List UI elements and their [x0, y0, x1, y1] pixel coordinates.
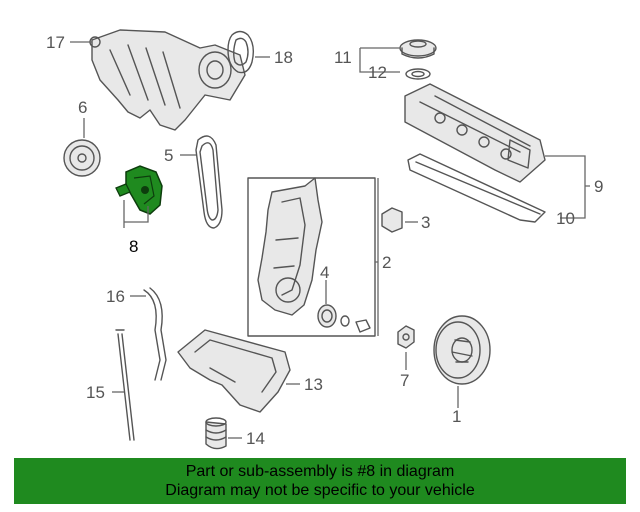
- callout-18: 18: [274, 48, 293, 67]
- plug-part-3[interactable]: [381, 207, 403, 233]
- callout-1: 1: [452, 407, 461, 426]
- callout-15: 15: [86, 383, 105, 402]
- throttle-gasket[interactable]: [227, 30, 255, 74]
- callout-9: 9: [594, 177, 603, 196]
- banner-line-1: Part or sub-assembly is #8 in diagram: [185, 463, 455, 480]
- callout-14: 14: [246, 429, 265, 448]
- callout-10: 10: [556, 209, 575, 228]
- callout-8: 8: [129, 237, 138, 256]
- nut-part-7[interactable]: [397, 325, 415, 349]
- banner-line-2: Diagram may not be specific to your vehi…: [165, 482, 475, 499]
- part-8-bracket-highlighted[interactable]: [115, 165, 163, 215]
- callout-5: 5: [164, 146, 173, 165]
- timing-chain-cover[interactable]: [257, 177, 323, 316]
- oil-pan[interactable]: [177, 329, 291, 413]
- valve-cover-gasket[interactable]: [407, 153, 546, 223]
- callout-11: 11: [334, 48, 352, 67]
- callout-4: 4: [320, 263, 329, 282]
- oil-filter[interactable]: [205, 417, 227, 450]
- callout-13: 13: [304, 375, 323, 394]
- intake-manifold[interactable]: [89, 29, 246, 131]
- callout-6: 6: [78, 98, 87, 117]
- crank-pulley-small[interactable]: [63, 139, 101, 177]
- leader-lines: [70, 41, 590, 439]
- oil-filler-cap[interactable]: [399, 39, 437, 59]
- callout-7: 7: [400, 371, 409, 390]
- crankshaft-pulley[interactable]: [433, 315, 491, 385]
- timing-chain[interactable]: [195, 135, 223, 229]
- valve-cover[interactable]: [404, 83, 546, 183]
- oil-filler-cap-seal[interactable]: [405, 68, 431, 80]
- callout-2: 2: [382, 253, 391, 272]
- callout-12: 12: [368, 63, 387, 82]
- callout-16: 16: [106, 287, 125, 306]
- info-banner: Part or sub-assembly is #8 in diagram Di…: [14, 458, 626, 504]
- oil-dipstick[interactable]: [115, 329, 135, 441]
- timing-cover-box: [247, 177, 376, 337]
- oil-seal[interactable]: [317, 304, 337, 328]
- callout-3: 3: [421, 213, 430, 232]
- washer[interactable]: [340, 315, 371, 333]
- parts-diagram: 17 18 6 5 8 2 4 3 11 12 9 10 7 1 16 15 1…: [46, 29, 603, 450]
- dipstick-tube[interactable]: [143, 287, 167, 381]
- callout-17: 17: [46, 33, 65, 52]
